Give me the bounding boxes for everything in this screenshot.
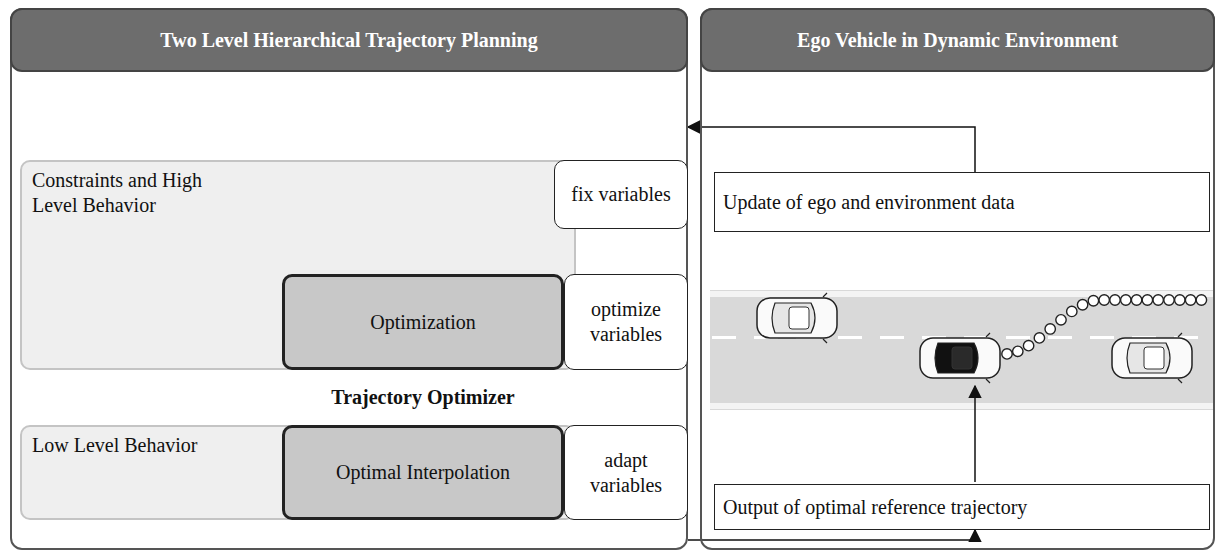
environment-panel: Ego Vehicle in Dynamic EnvironmentUpdate… — [700, 8, 1215, 550]
lane-dash — [1048, 336, 1072, 339]
reference-arrow — [974, 386, 976, 482]
flow-connector — [688, 127, 975, 172]
box-label: optimize variables — [576, 297, 676, 347]
box-label: Output of optimal reference trajectory — [723, 495, 1027, 520]
variable-box: optimize variables — [564, 274, 688, 370]
road — [710, 290, 1215, 410]
panel-title: Two Level Hierarchical Trajectory Planni… — [160, 28, 537, 53]
lane-dash — [1090, 336, 1114, 339]
planning-panel: Two Level Hierarchical Trajectory Planni… — [10, 8, 688, 550]
group-label-area: Trajectory Optimizer — [282, 370, 564, 425]
panel-header: Ego Vehicle in Dynamic Environment — [700, 8, 1215, 72]
lane-dash — [712, 336, 736, 339]
lane-dash — [1006, 336, 1030, 339]
trajectory-dots — [1002, 295, 1207, 359]
lane-dash — [880, 336, 904, 339]
car — [920, 333, 1000, 383]
flow-connector — [688, 530, 975, 540]
road-edge — [710, 403, 1215, 409]
box-label: fix variables — [571, 182, 670, 207]
car — [1112, 333, 1192, 383]
panel-header: Two Level Hierarchical Trajectory Planni… — [10, 8, 688, 72]
box-label: adapt variables — [576, 448, 676, 498]
box-label: Optimal Interpolation — [336, 460, 510, 485]
lane-dash — [838, 336, 862, 339]
box-label: Update of ego and environment data — [723, 190, 1015, 215]
vehicles — [757, 293, 1192, 383]
band-label: Constraints and High Level Behavior — [32, 168, 212, 218]
data-box: Update of ego and environment data — [714, 172, 1210, 232]
variable-box: adapt variables — [564, 425, 688, 520]
output-box: Output of optimal reference trajectory — [714, 484, 1210, 530]
optimizer-box: Optimal Interpolation — [282, 425, 564, 520]
panel-title: Ego Vehicle in Dynamic Environment — [797, 28, 1118, 53]
optimizer-box: Optimization — [282, 274, 564, 370]
variable-box: fix variables — [554, 160, 688, 229]
car — [757, 293, 837, 343]
group-label: Trajectory Optimizer — [331, 385, 514, 410]
optimizer-group: Trajectory Optimizer OptimizationOptimal … — [282, 274, 564, 520]
band-label: Low Level Behavior — [32, 433, 212, 458]
box-label: Optimization — [370, 310, 476, 335]
